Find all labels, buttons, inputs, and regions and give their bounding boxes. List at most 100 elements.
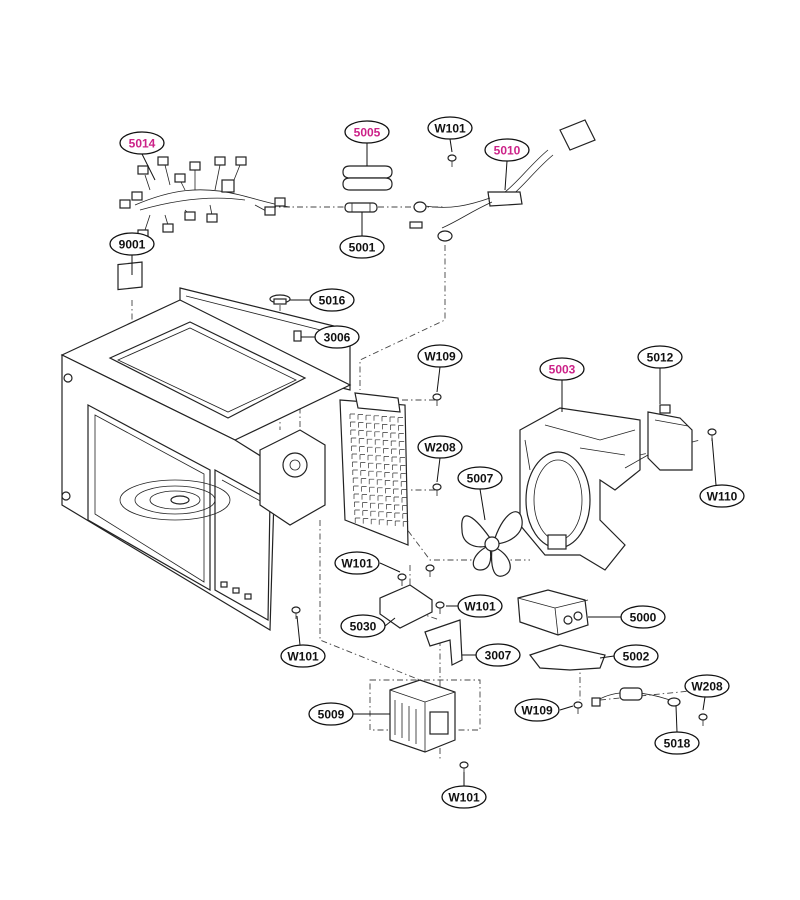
grille-cell — [393, 488, 399, 494]
label-bubble — [475, 643, 521, 667]
leader-line — [504, 160, 508, 191]
label-bubble — [699, 484, 745, 508]
grille-cell — [376, 479, 383, 485]
grille-cell — [399, 449, 405, 455]
grille-cell — [386, 520, 393, 526]
part-label-5012: 5012 — [637, 345, 683, 369]
label-text: W109 — [424, 350, 456, 364]
grille-cell — [351, 453, 357, 459]
part-label-5000: 5000 — [620, 605, 666, 629]
part-label-5007: 5007 — [457, 466, 503, 490]
label-bubble — [441, 785, 487, 809]
leader-line — [296, 615, 301, 646]
grille-cell — [351, 445, 357, 451]
label-bubble — [109, 232, 155, 256]
leader-lines — [131, 138, 717, 786]
grille-cell — [378, 519, 385, 525]
grille-cell — [354, 509, 360, 515]
grille-cell — [376, 463, 382, 469]
leader-line — [702, 696, 706, 711]
label-text: 5003 — [549, 363, 576, 377]
grille-cell — [353, 485, 359, 491]
grille-cell — [384, 472, 390, 478]
grille-cell — [367, 454, 373, 461]
grille-cell — [361, 486, 367, 492]
grille-cell — [373, 415, 379, 421]
part-label-5002: 5002 — [613, 644, 659, 668]
grille-cell — [352, 461, 358, 467]
fuse-holder — [342, 165, 393, 213]
label-bubble — [484, 138, 530, 162]
grille-cell — [366, 438, 373, 445]
capacitor — [517, 589, 589, 636]
part-label-5010: 5010 — [484, 138, 530, 162]
grille-cell — [382, 424, 388, 430]
label-bubble — [457, 594, 503, 618]
part-label-w109-top: W109 — [417, 344, 463, 368]
grille-cell — [360, 462, 366, 468]
screw-icon — [425, 564, 435, 577]
screw-icon — [291, 606, 301, 619]
grille-cell — [375, 455, 381, 461]
leader-line — [559, 705, 574, 711]
label-text: 5002 — [623, 650, 650, 664]
label-bubble — [654, 731, 700, 755]
grille-cell — [368, 478, 375, 485]
grille-cell — [382, 440, 389, 446]
grille-cell — [383, 448, 389, 454]
grille-cell — [376, 471, 382, 477]
grille-cell — [358, 422, 364, 428]
grille-cell — [360, 478, 367, 484]
leader-line — [479, 488, 486, 521]
label-bubble — [539, 357, 585, 381]
grille-cell — [397, 417, 403, 423]
label-text: W101 — [341, 557, 373, 571]
label-bubble — [339, 235, 385, 259]
grille-cell — [350, 437, 357, 443]
grille-cell — [358, 438, 365, 444]
grille-cell — [378, 511, 384, 517]
part-label-3006: 3006 — [314, 325, 360, 349]
noise-filter — [591, 687, 681, 707]
grille-cell — [368, 470, 374, 477]
grille-cell — [352, 469, 358, 475]
power-cord — [409, 119, 596, 242]
label-bubble — [314, 325, 360, 349]
label-bubble — [427, 116, 473, 140]
grille-cell — [366, 430, 372, 437]
label-bubble — [417, 435, 463, 459]
grille-cell — [399, 457, 405, 463]
label-text: W208 — [691, 680, 723, 694]
grille-cell — [362, 502, 368, 508]
grille-cell — [382, 432, 388, 438]
grille-cell — [362, 510, 368, 516]
grille-cell — [386, 504, 392, 510]
label-text: W110 — [707, 490, 738, 504]
part-label-w208-right: W208 — [684, 674, 730, 698]
part-label-5005: 5005 — [344, 120, 390, 144]
grille-cell — [360, 470, 366, 476]
grille-cell — [383, 456, 389, 462]
label-text: 5001 — [349, 241, 376, 255]
part-label-w101-bottom: W101 — [441, 785, 487, 809]
grille-cell — [369, 494, 375, 501]
label-text: W101 — [287, 650, 319, 664]
label-text: 3007 — [485, 649, 512, 663]
grille-cell — [390, 424, 396, 430]
screw-icon — [573, 701, 583, 714]
label-bubble — [514, 698, 560, 722]
leader-line — [599, 655, 615, 659]
grille-cell — [402, 513, 408, 519]
part-label-3007: 3007 — [475, 643, 521, 667]
screw-icon — [432, 393, 442, 406]
grille-cell — [374, 423, 380, 429]
label-bubble — [613, 644, 659, 668]
grille-cell — [358, 430, 364, 436]
grille-cell — [359, 454, 365, 460]
grille-cell — [381, 416, 387, 422]
grille-cell — [361, 494, 367, 500]
label-bubble — [344, 120, 390, 144]
part-label-w208-mid: W208 — [417, 435, 463, 459]
grille-cell — [365, 414, 371, 421]
fan-duct — [519, 407, 641, 571]
